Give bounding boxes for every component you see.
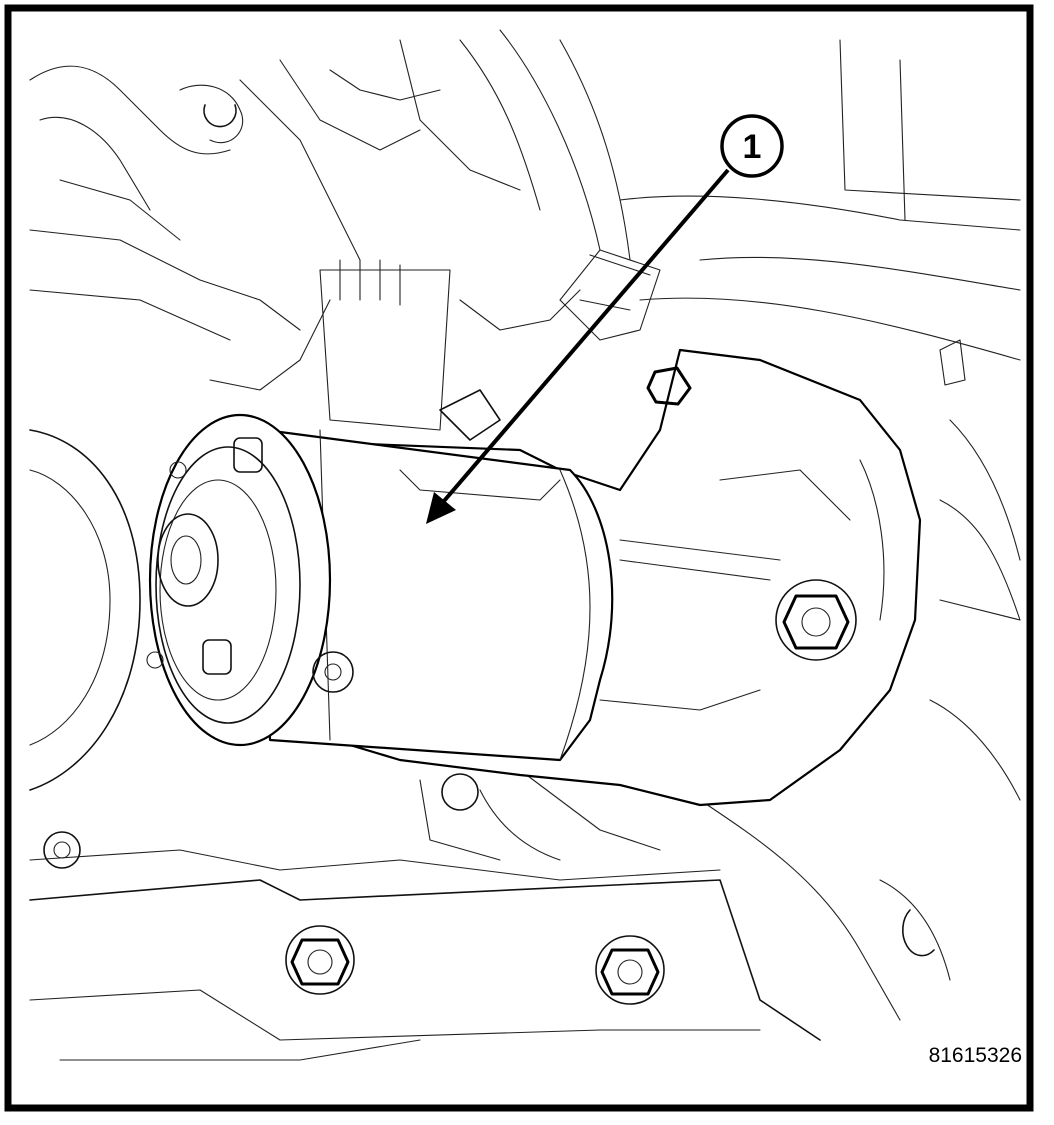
callout-1: 1	[720, 114, 784, 178]
figure-id: 81615326	[929, 1044, 1022, 1067]
background-engine-linework	[29, 29, 1021, 1061]
callout-number: 1	[743, 128, 762, 166]
callout-leader-arrow	[426, 168, 730, 524]
starter-motor	[146, 348, 922, 811]
callout-circle	[720, 114, 784, 178]
